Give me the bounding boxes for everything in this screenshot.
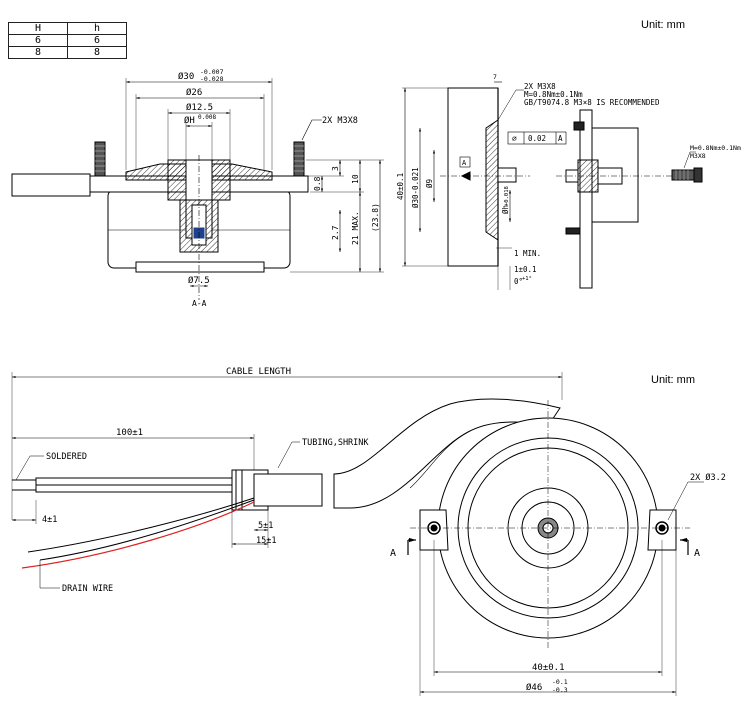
dim-3-label: 3 bbox=[331, 166, 340, 171]
dia-H-label: ØH bbox=[184, 115, 195, 126]
side-view bbox=[402, 81, 703, 290]
dim-4-label: 4±1 bbox=[42, 515, 57, 525]
dim-h-tol: +0.018 bbox=[504, 186, 510, 206]
unit-label-bottom: Unit: mm bbox=[651, 374, 695, 386]
dim-2-7-label: 2.7 bbox=[331, 225, 340, 240]
side-view-labels: 7 2X M3X8 M=0.8Nm±0.1Nm GB/T9074.8 M3×8 … bbox=[396, 73, 741, 286]
side-screw-callout: 2X M3X8 bbox=[524, 82, 556, 91]
motor-screw bbox=[671, 167, 703, 183]
section-a-right-label: A bbox=[694, 548, 700, 559]
dim-100-label: 100±1 bbox=[116, 428, 143, 438]
unit-label-top: Unit: mm bbox=[641, 19, 685, 31]
dim-h-label: Øh bbox=[501, 205, 510, 214]
screw-left bbox=[94, 141, 106, 177]
drain-wire-label: DRAIN WIRE bbox=[62, 584, 113, 594]
drain-wire bbox=[39, 499, 255, 561]
tolerance-frame bbox=[507, 131, 567, 145]
dim-15-label: 15±1 bbox=[256, 536, 276, 546]
dim-46-label: Ø46 bbox=[526, 682, 542, 693]
section-a-a-label: A-A bbox=[192, 299, 207, 308]
dim-angle-tol: +1° bbox=[522, 276, 532, 282]
size-table-cell: 8 bbox=[8, 46, 68, 59]
dia-7-5-label: Ø7.5 bbox=[188, 275, 210, 286]
dim-21-max-label: 21 MAX. bbox=[351, 211, 360, 245]
tubing-label: TUBING,SHRINK bbox=[302, 438, 369, 448]
datum-a-label: A bbox=[462, 159, 467, 167]
section-view bbox=[11, 78, 384, 300]
mounting-ears bbox=[419, 509, 677, 551]
section-a-left-label: A bbox=[390, 548, 396, 559]
size-table-cell: 8 bbox=[67, 46, 127, 59]
dim-40-label-bottom: 40±0.1 bbox=[532, 663, 565, 673]
side-hatched-boss bbox=[485, 119, 499, 241]
dia-30-label: Ø30 bbox=[178, 71, 194, 82]
dim-9-label: Ø9 bbox=[425, 179, 434, 188]
bottom-view bbox=[11, 372, 704, 696]
dim-angle-label: 0° bbox=[514, 277, 523, 286]
tolerance-datum: A bbox=[558, 134, 563, 143]
standard-note: GB/T9074.8 M3×8 IS RECOMMENDED bbox=[524, 98, 660, 107]
dim-7-label: 7 bbox=[493, 73, 497, 81]
tolerance-symbol: ⌀ bbox=[512, 134, 517, 143]
cable-stub bbox=[11, 173, 91, 197]
dia-12-5-label: Ø12.5 bbox=[186, 102, 213, 113]
soldered-label: SOLDERED bbox=[46, 452, 87, 462]
dia-H-tol: 0.008 bbox=[198, 114, 216, 121]
section-view-labels: Ø30 -0.007 -0.028 Ø26 Ø12.5 ØH 0.008 2X … bbox=[178, 68, 380, 308]
motor-plate bbox=[579, 109, 593, 289]
dim-46-tol-upper: -0.1 bbox=[552, 678, 568, 686]
dim-1-min-label: 1 MIN. bbox=[514, 249, 541, 258]
dim-5-label: 5±1 bbox=[258, 521, 273, 531]
size-table-row: 8 8 bbox=[8, 46, 127, 59]
tolerance-value: 0.02 bbox=[528, 134, 546, 143]
red-wire bbox=[21, 501, 255, 569]
cable-length-label: CABLE LENGTH bbox=[226, 367, 291, 377]
dia-30-tol-upper: -0.007 bbox=[200, 68, 224, 76]
dim-40-label: 40±0.1 bbox=[396, 173, 405, 200]
motor-bottom-plate bbox=[135, 261, 265, 273]
screw-callout: 2X M3X8 bbox=[322, 116, 358, 126]
dim-30-label: Ø30-0.021 bbox=[411, 167, 420, 208]
torque-note: M=0.8Nm±0.1Nm bbox=[524, 90, 583, 99]
cable bbox=[12, 477, 255, 493]
dia-30-tol-lower: -0.028 bbox=[200, 75, 224, 83]
size-table-row: 6 6 bbox=[8, 34, 127, 47]
dim-46-tol-lower: -0.3 bbox=[552, 686, 568, 694]
size-table: H h 6 6 8 8 bbox=[8, 22, 127, 59]
motor-torque-note: M=0.8Nm±0.1Nm bbox=[690, 144, 741, 152]
dim-1-tol-label: 1±0.1 bbox=[514, 265, 537, 274]
bottom-view-labels: CABLE LENGTH 100±1 TUBING,SHRINK SOLDERE… bbox=[42, 367, 726, 694]
size-table-header: H h bbox=[8, 22, 127, 35]
dim-23-8-label: (23.8) bbox=[371, 203, 380, 232]
dim-10-label: 10 bbox=[351, 174, 360, 184]
dia-26-label: Ø26 bbox=[186, 87, 202, 98]
datum-box bbox=[459, 156, 471, 168]
screw-right bbox=[293, 141, 305, 177]
holes-label: 2X Ø3.2 bbox=[690, 472, 726, 483]
motor-screw-note: M3X8 bbox=[690, 152, 706, 160]
dim-0-8-label: 0.8 bbox=[313, 176, 322, 191]
